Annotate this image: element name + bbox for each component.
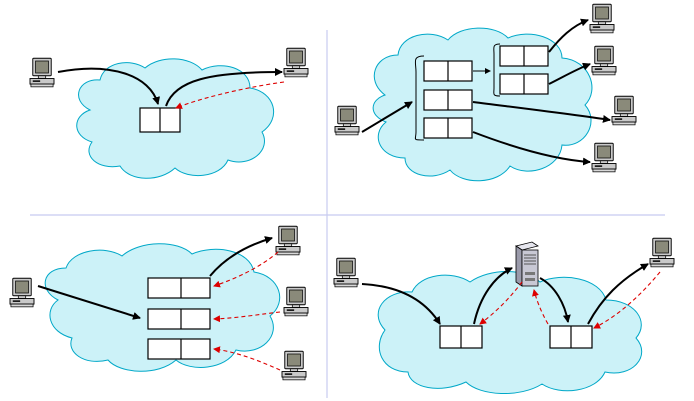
solid-arrow	[361, 101, 413, 133]
solid-arrow	[209, 236, 273, 277]
panel-top-left	[29, 47, 309, 179]
solid-arrow	[473, 267, 513, 325]
computer-icon	[589, 3, 615, 34]
computer-icon	[591, 45, 617, 76]
computer-icon	[283, 47, 309, 78]
queue-box	[439, 325, 483, 349]
queue-box	[423, 60, 473, 82]
computer-icon	[591, 142, 617, 173]
computer-icon	[333, 257, 359, 288]
bracket	[414, 55, 425, 141]
queue-box	[147, 338, 211, 360]
solid-arrow	[548, 62, 591, 85]
dashed-arrow	[479, 281, 523, 325]
computer-icon	[275, 225, 301, 256]
solid-arrow	[548, 18, 589, 53]
solid-arrow	[472, 131, 591, 166]
computer-icon	[281, 350, 307, 381]
network-cloud	[377, 271, 643, 394]
solid-arrow	[587, 263, 649, 325]
queue-box	[499, 45, 549, 67]
queue-box	[147, 308, 211, 330]
queue-box	[549, 325, 593, 349]
computer-icon	[29, 57, 55, 88]
dashed-arrow	[593, 271, 661, 329]
panel-bottom-left	[9, 225, 309, 381]
solid-arrow	[361, 283, 441, 325]
computer-icon	[611, 95, 637, 126]
bracket	[493, 43, 501, 97]
queue-box	[139, 107, 181, 133]
queue-box	[423, 117, 473, 139]
computer-icon	[649, 237, 675, 268]
dashed-arrow	[213, 311, 281, 323]
panel-bottom-right	[333, 237, 675, 394]
solid-arrow	[472, 101, 611, 123]
dashed-arrow	[175, 81, 285, 109]
network-cloud	[44, 243, 281, 372]
computer-icon	[283, 286, 309, 317]
solid-arrow	[539, 277, 571, 323]
queue-box	[499, 73, 549, 95]
solid-arrow	[57, 67, 160, 105]
queue-box	[147, 277, 211, 299]
solid-arrow	[37, 285, 141, 320]
panel-top-right	[334, 3, 637, 182]
dashed-arrow	[532, 289, 549, 325]
dashed-arrow	[213, 251, 279, 288]
computer-icon	[334, 105, 360, 136]
queue-box	[423, 89, 473, 111]
server-icon	[515, 241, 539, 287]
solid-arrow	[165, 68, 283, 107]
computer-icon	[9, 277, 35, 308]
